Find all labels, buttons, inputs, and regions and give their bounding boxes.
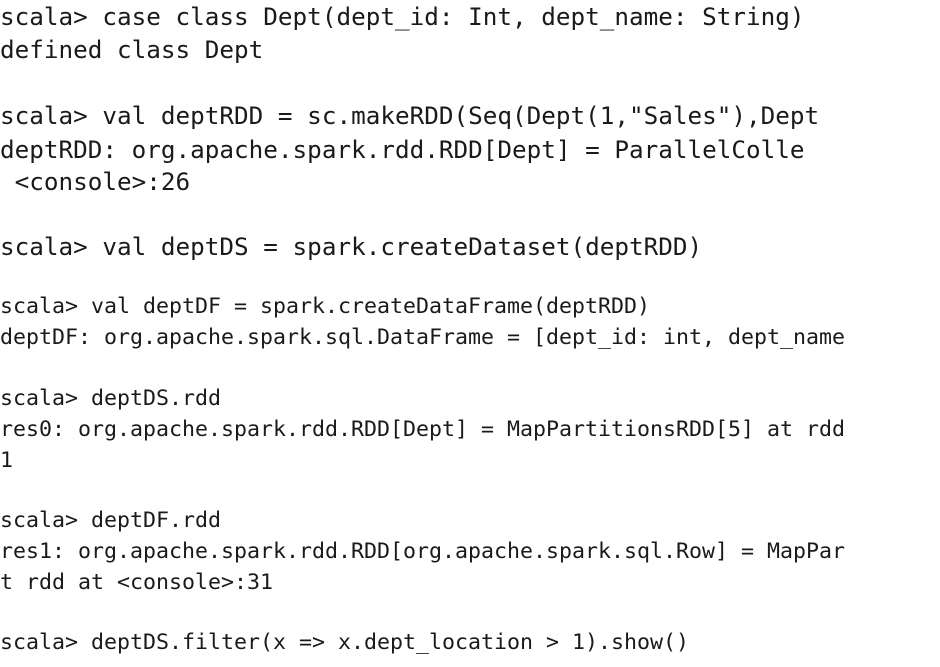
command-line: scala> deptDS.rdd — [0, 386, 222, 411]
output-line: <console>:26 — [0, 167, 191, 196]
command-line: scala> deptDF.rdd — [0, 508, 222, 533]
command-line: scala> val deptRDD = sc.makeRDD(Seq(Dept… — [0, 101, 820, 130]
command-line: scala> case class Dept(dept_id: Int, dep… — [0, 2, 805, 31]
command-line: scala> val deptDF = spark.createDataFram… — [0, 294, 651, 319]
output-line: 1 — [0, 448, 14, 473]
output-line: res0: org.apache.spark.rdd.RDD[Dept] = M… — [0, 417, 846, 442]
output-line: deptRDD: org.apache.spark.rdd.RDD[Dept] … — [0, 135, 805, 164]
command-line: scala> val deptDS = spark.createDataset(… — [0, 232, 703, 261]
command-line[interactable]: scala> deptDS.filter(x => x.dept_locatio… — [0, 630, 690, 655]
output-line: defined class Dept — [0, 35, 264, 64]
output-line: res1: org.apache.spark.rdd.RDD[org.apach… — [0, 539, 846, 564]
output-line: deptDF: org.apache.spark.sql.DataFrame =… — [0, 325, 846, 350]
output-line: t rdd at <console>:31 — [0, 570, 274, 595]
